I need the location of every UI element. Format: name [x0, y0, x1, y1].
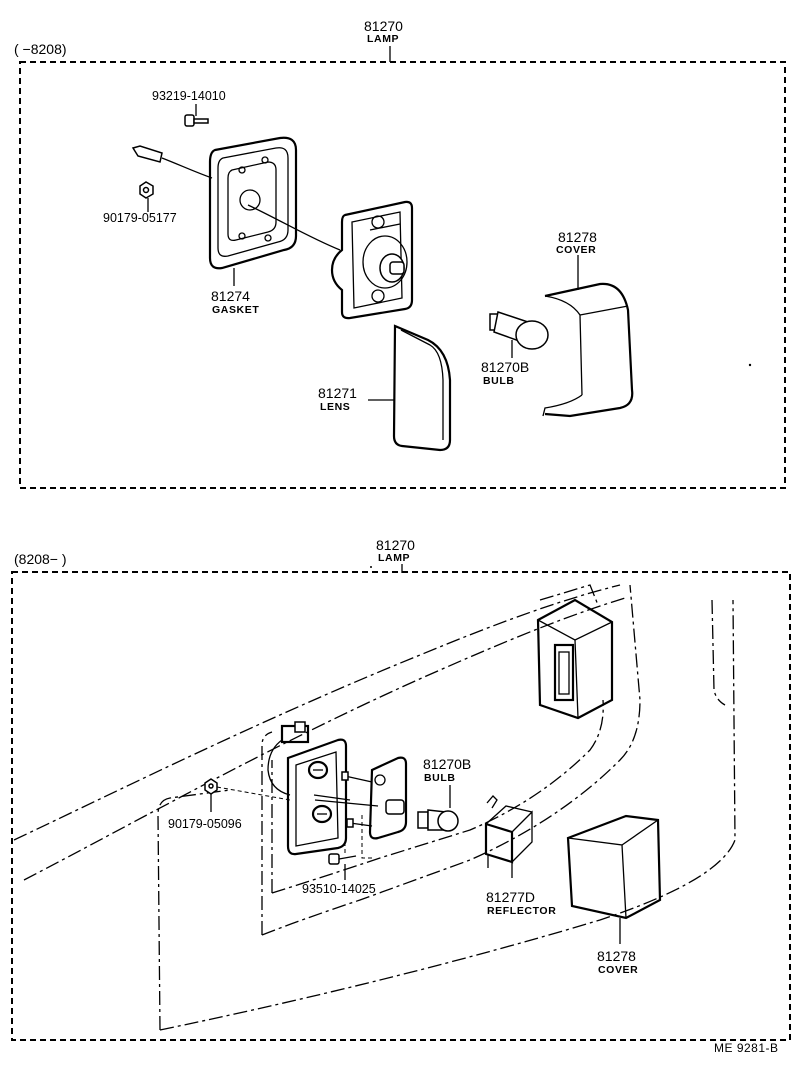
lamp-base-plate	[286, 738, 348, 856]
nut-90179-05177	[139, 181, 154, 212]
part-number-90179-05096: 90179-05096	[168, 817, 242, 831]
drawing-code: ME 9281-B	[714, 1041, 779, 1055]
part-name-81274: GASKET	[212, 304, 259, 316]
part-name-81278-top: COVER	[556, 244, 596, 256]
lens-81271	[368, 324, 452, 452]
top-assembly-number: 81270	[364, 18, 403, 34]
reflector-81277d	[484, 795, 533, 878]
bottom-section: (8208− ) 81270 LAMP	[11, 537, 791, 1041]
cover-81278	[542, 255, 634, 418]
part-number-81278-bottom: 81278	[597, 948, 636, 964]
part-number-81271: 81271	[318, 385, 357, 401]
part-name-81270b-top: BULB	[483, 375, 515, 387]
part-name-81271: LENS	[320, 401, 350, 413]
part-name-81278-bottom: COVER	[598, 964, 638, 976]
part-number-81277d: 81277D	[486, 889, 535, 905]
part-name-81270b-bottom: BULB	[424, 772, 456, 784]
top-assembly-boundary	[19, 61, 786, 489]
top-range-label: ( −8208)	[14, 41, 67, 57]
bottom-assembly-name: LAMP	[378, 552, 410, 564]
wire-connector	[131, 145, 341, 251]
bulb-81270b-top	[489, 311, 549, 358]
gasket-81274	[208, 136, 298, 286]
cover-81278-bottom	[566, 814, 662, 944]
wire-connector-bottom	[267, 721, 310, 796]
part-number-81270b-top: 81270B	[481, 359, 529, 375]
installed-lamp-housing	[536, 598, 614, 720]
part-number-90179-05177: 90179-05177	[103, 211, 177, 225]
speck	[748, 363, 752, 367]
part-number-81270b-bottom: 81270B	[423, 756, 471, 772]
top-assembly-name: LAMP	[367, 33, 399, 45]
bulb-81270b-bottom	[417, 785, 459, 832]
socket-housing	[330, 200, 414, 320]
socket-with-studs	[313, 756, 408, 859]
part-number-81278-top: 81278	[558, 229, 597, 245]
bottom-assembly-boundary	[11, 571, 791, 1041]
part-name-81277d: REFLECTOR	[487, 905, 556, 917]
bottom-assembly-number: 81270	[376, 537, 415, 553]
top-section: ( −8208) 81270 LAMP 93219-14010 90179-05…	[14, 18, 786, 489]
screw-93510-14025	[328, 842, 357, 880]
bottom-range-label: (8208− )	[14, 551, 67, 567]
nut-90179-05096	[204, 778, 291, 812]
part-number-81274: 81274	[211, 288, 250, 304]
part-number-93510-14025: 93510-14025	[302, 882, 376, 896]
vehicle-body-outline	[13, 584, 736, 1031]
screw-93219-14010	[184, 104, 209, 127]
part-number-93219-14010: 93219-14010	[152, 89, 226, 103]
